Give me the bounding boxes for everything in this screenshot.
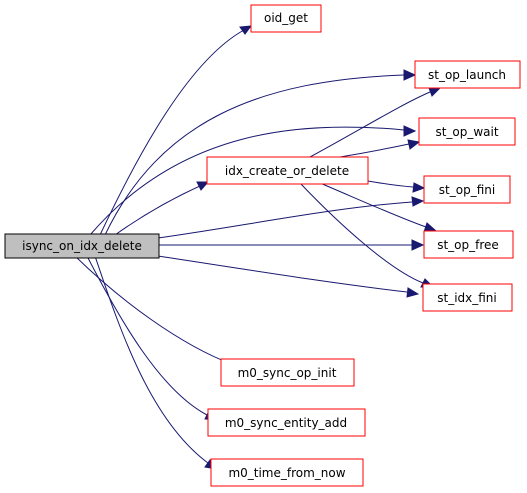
edge-idx-to-st-op-fini xyxy=(367,180,426,193)
node-label-isync-on-idx-delete: isync_on_idx_delete xyxy=(22,239,142,253)
edge-isync-to-oid-get xyxy=(99,25,253,236)
node-st-idx-fini[interactable]: st_idx_fini xyxy=(422,283,513,312)
edge-isync-to-st-idx-fini xyxy=(157,255,420,298)
node-label-st-op-wait: st_op_wait xyxy=(435,125,498,139)
node-label-st-idx-fini: st_idx_fini xyxy=(437,291,497,305)
node-st-op-launch[interactable]: st_op_launch xyxy=(414,60,521,89)
node-isync-on-idx-delete: isync_on_idx_delete xyxy=(4,233,160,259)
node-oid-get[interactable]: oid_get xyxy=(250,4,322,33)
call-graph-nodes: isync_on_idx_delete oid_get st_op_launch… xyxy=(4,4,521,487)
edge-isync-to-st-op-launch xyxy=(104,69,417,236)
node-st-op-free[interactable]: st_op_free xyxy=(423,230,514,259)
node-label-st-op-free: st_op_free xyxy=(437,238,499,252)
node-label-st-op-launch: st_op_launch xyxy=(428,68,506,82)
node-label-st-op-fini: st_op_fini xyxy=(439,183,495,197)
edge-isync-to-idx-create-or-delete xyxy=(114,181,210,236)
edge-isync-to-st-op-wait xyxy=(89,125,417,236)
edge-isync-to-m0-sync-op-init xyxy=(74,255,245,370)
node-m0-time-from-now[interactable]: m0_time_from_now xyxy=(210,458,364,487)
node-m0-sync-entity-add[interactable]: m0_sync_entity_add xyxy=(207,408,366,437)
node-st-op-wait[interactable]: st_op_wait xyxy=(418,117,516,146)
edge-isync-to-st-op-free xyxy=(158,239,425,251)
edge-idx-to-st-op-wait xyxy=(339,139,421,158)
edge-isync-to-m0-time-from-now xyxy=(94,255,219,470)
node-m0-sync-op-init[interactable]: m0_sync_op_init xyxy=(220,358,355,387)
node-st-op-fini[interactable]: st_op_fini xyxy=(423,175,511,204)
node-label-m0-sync-entity-add: m0_sync_entity_add xyxy=(225,416,347,430)
edge-isync-to-st-op-fini xyxy=(157,196,425,239)
node-label-idx-create-or-delete: idx_create_or_delete xyxy=(225,164,349,178)
node-label-oid-get: oid_get xyxy=(264,11,308,25)
node-label-m0-sync-op-init: m0_sync_op_init xyxy=(238,366,337,380)
node-idx-create-or-delete[interactable]: idx_create_or_delete xyxy=(206,156,369,185)
node-label-m0-time-from-now: m0_time_from_now xyxy=(228,466,345,480)
